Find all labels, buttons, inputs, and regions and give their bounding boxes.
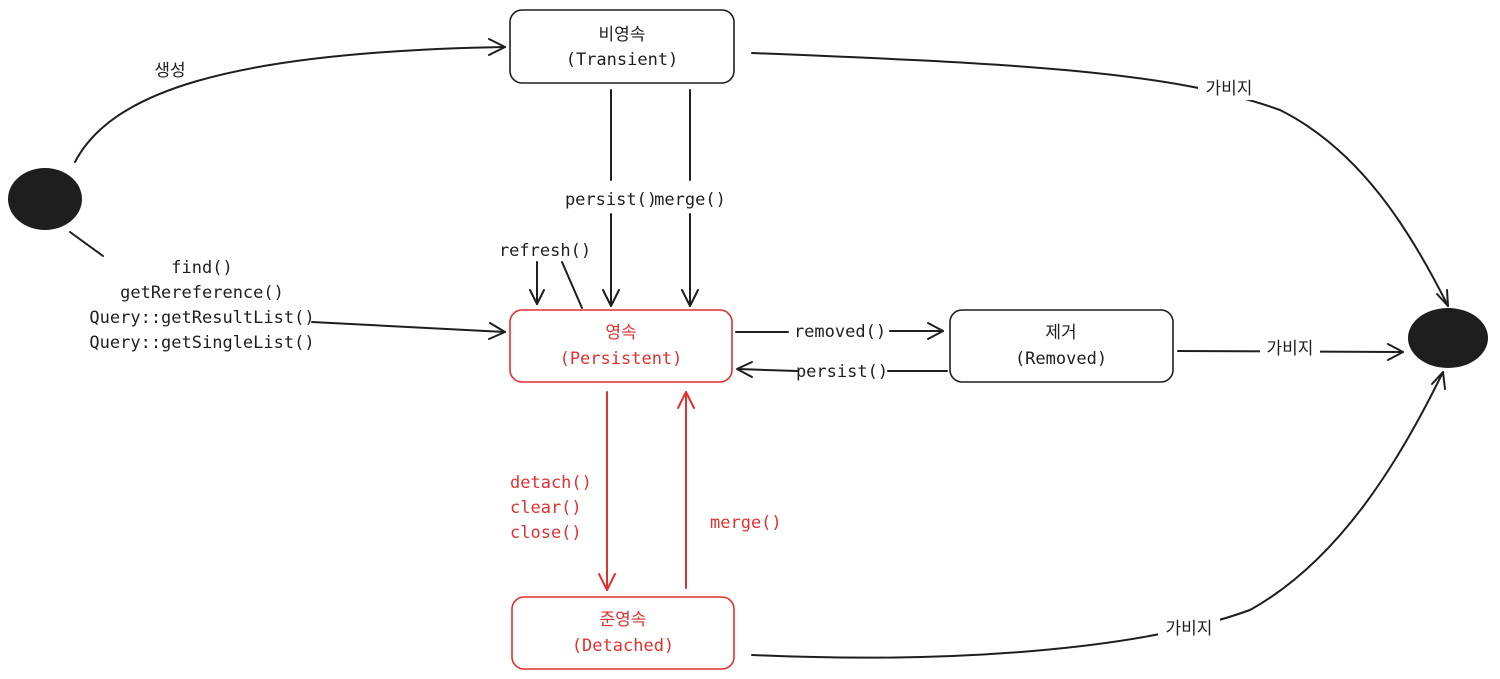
find-method-label: Query::getResultList() [89, 308, 314, 328]
edge-create: 생성 [74, 38, 506, 163]
edge-create-label: 생성 [154, 61, 185, 81]
edge-find: find() getRereference() Query::getResult… [69, 231, 506, 353]
state-transient: 비영속 (Transient) [509, 9, 735, 84]
edge-garbage-removed: 가비지 [1177, 336, 1404, 361]
state-transient-subtitle: (Transient) [566, 50, 679, 70]
edge-garbage-detached-label: 가비지 [1166, 619, 1213, 639]
edge-garbage-transient: 가비지 [751, 52, 1449, 307]
state-detached-title: 준영속 [600, 610, 647, 630]
state-removed-subtitle: (Removed) [1015, 349, 1107, 369]
find-method-label: Query::getSingleList() [89, 333, 314, 353]
edge-garbage-transient-label: 가비지 [1206, 79, 1253, 99]
state-persistent-title: 영속 [605, 323, 636, 343]
final-state-node [1408, 308, 1488, 368]
edge-removed-label: removed() [794, 322, 886, 342]
edge-merge-down: merge() [654, 89, 726, 307]
initial-state-node [8, 168, 82, 230]
state-persistent: 영속 (Persistent) [509, 309, 733, 383]
find-method-label: getRereference() [120, 283, 284, 303]
detach-method-label: detach() [510, 473, 592, 493]
edge-refresh: refresh() [499, 241, 591, 309]
edge-removed: removed() [735, 322, 944, 342]
state-transient-title: 비영속 [599, 25, 646, 45]
edge-merge-up-label: merge() [710, 513, 782, 533]
state-persistent-subtitle: (Persistent) [560, 349, 683, 369]
edge-garbage-removed-label: 가비지 [1267, 339, 1314, 359]
state-detached-subtitle: (Detached) [572, 636, 674, 656]
detach-method-label: clear() [510, 498, 582, 518]
edge-persist-down-label: persist() [565, 190, 657, 210]
edge-merge-up: merge() [677, 391, 782, 589]
state-removed-title: 제거 [1045, 323, 1076, 343]
edge-refresh-label: refresh() [499, 241, 591, 261]
state-detached: 준영속 (Detached) [511, 596, 735, 670]
edge-persist-back-label: persist() [796, 362, 888, 382]
edge-garbage-detached: 가비지 [751, 371, 1446, 659]
edge-persist-back: persist() [736, 361, 948, 382]
find-method-label: find() [171, 258, 232, 278]
detach-method-label: close() [510, 523, 582, 543]
edge-detach: detach() clear() close() [510, 391, 616, 591]
state-removed: 제거 (Removed) [949, 309, 1174, 383]
edge-persist-down: persist() [565, 89, 657, 307]
edge-merge-down-label: merge() [654, 190, 726, 210]
